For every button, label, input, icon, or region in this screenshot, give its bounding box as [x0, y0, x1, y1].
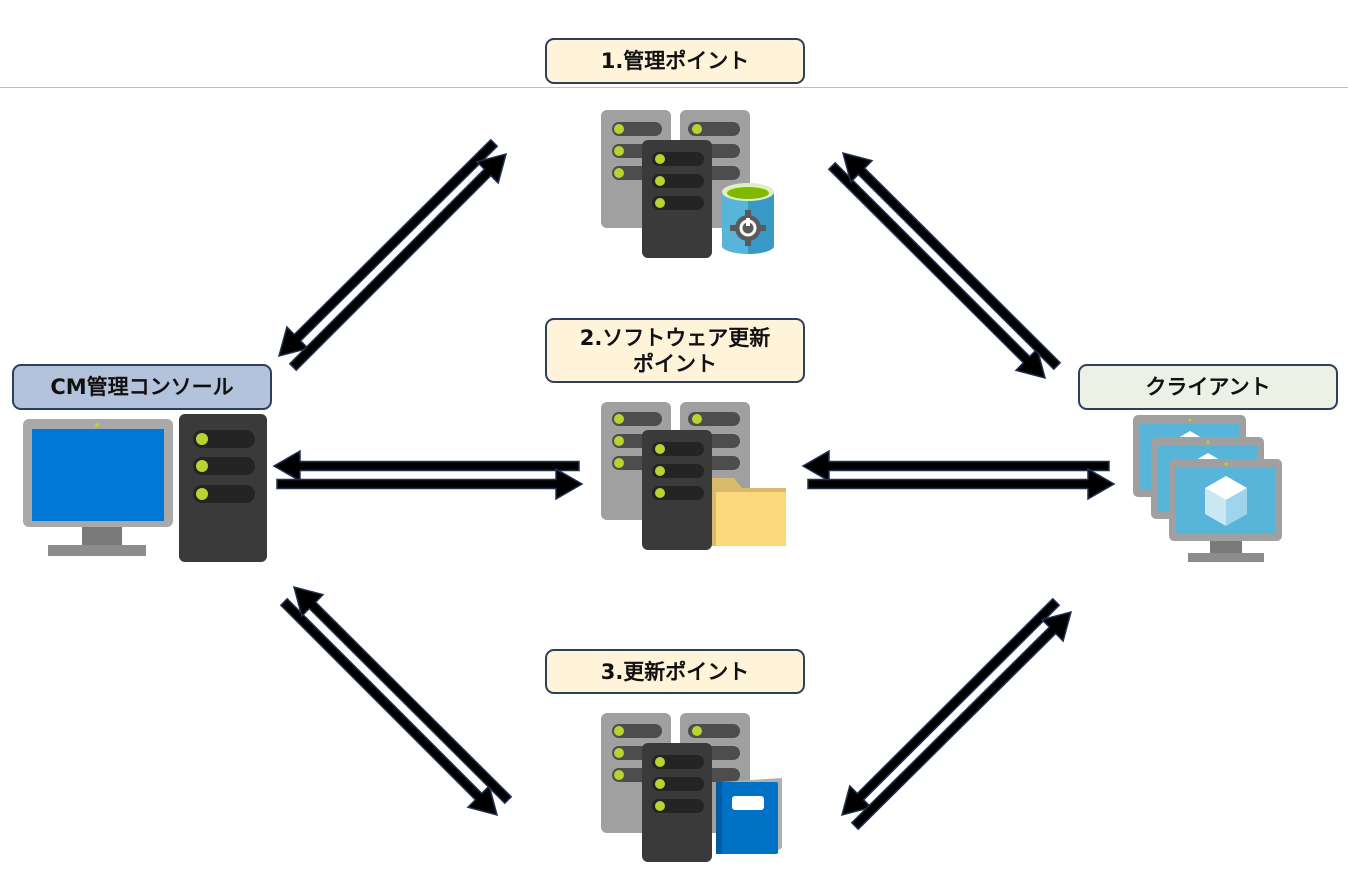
- arrow-cm-to-sup: [276, 467, 584, 501]
- arrow-cm-to-up: [279, 597, 499, 817]
- arrow-sup-to-cm: [272, 449, 580, 483]
- arrow-up-to-cm: [292, 585, 513, 805]
- server-folder-icon: [601, 402, 786, 550]
- update-point-label-text: 3.更新ポイント: [600, 659, 750, 684]
- book: [716, 778, 782, 854]
- cm-console-label-text: CM管理コンソール: [50, 375, 234, 399]
- vm-monitor-front: [1169, 459, 1282, 562]
- client-label: クライアント: [1078, 364, 1338, 410]
- management-point-label-text: 1.管理ポイント: [600, 49, 750, 73]
- pc-tower: [179, 414, 267, 562]
- arrow-mp-to-cm: [277, 138, 499, 358]
- server-database-gear-icon: [601, 110, 774, 258]
- arrow-cm-to-mp: [288, 152, 508, 372]
- server-book-icon: [601, 713, 782, 862]
- software-update-point-label-line1: 2.ソフトウェア更新: [579, 325, 771, 350]
- virtual-machines-icon: [1133, 415, 1282, 562]
- software-update-point-label-line2: ポイント: [633, 351, 717, 376]
- arrow-cl-to-sup: [801, 449, 1110, 483]
- arrow-up-to-cl: [850, 610, 1073, 831]
- management-point-label: 1.管理ポイント: [545, 38, 805, 84]
- arrow-mp-to-cl: [827, 161, 1047, 380]
- top-divider-line: [0, 87, 1348, 88]
- server-cluster: [601, 713, 750, 862]
- arrow-sup-to-cl: [807, 467, 1116, 501]
- folder: [712, 478, 786, 546]
- desktop-pc-icon: [23, 414, 267, 562]
- arrow-cl-to-mp: [841, 151, 1062, 371]
- server-cluster: [601, 110, 750, 258]
- arrow-cl-to-up: [840, 597, 1061, 817]
- monitor: [23, 419, 173, 556]
- cm-console-label: CM管理コンソール: [12, 364, 272, 410]
- client-label-text: クライアント: [1145, 375, 1271, 399]
- update-point-label: 3.更新ポイント: [545, 649, 805, 694]
- software-update-point-label: 2.ソフトウェア更新 ポイント: [545, 318, 805, 383]
- database-gear: [722, 183, 774, 254]
